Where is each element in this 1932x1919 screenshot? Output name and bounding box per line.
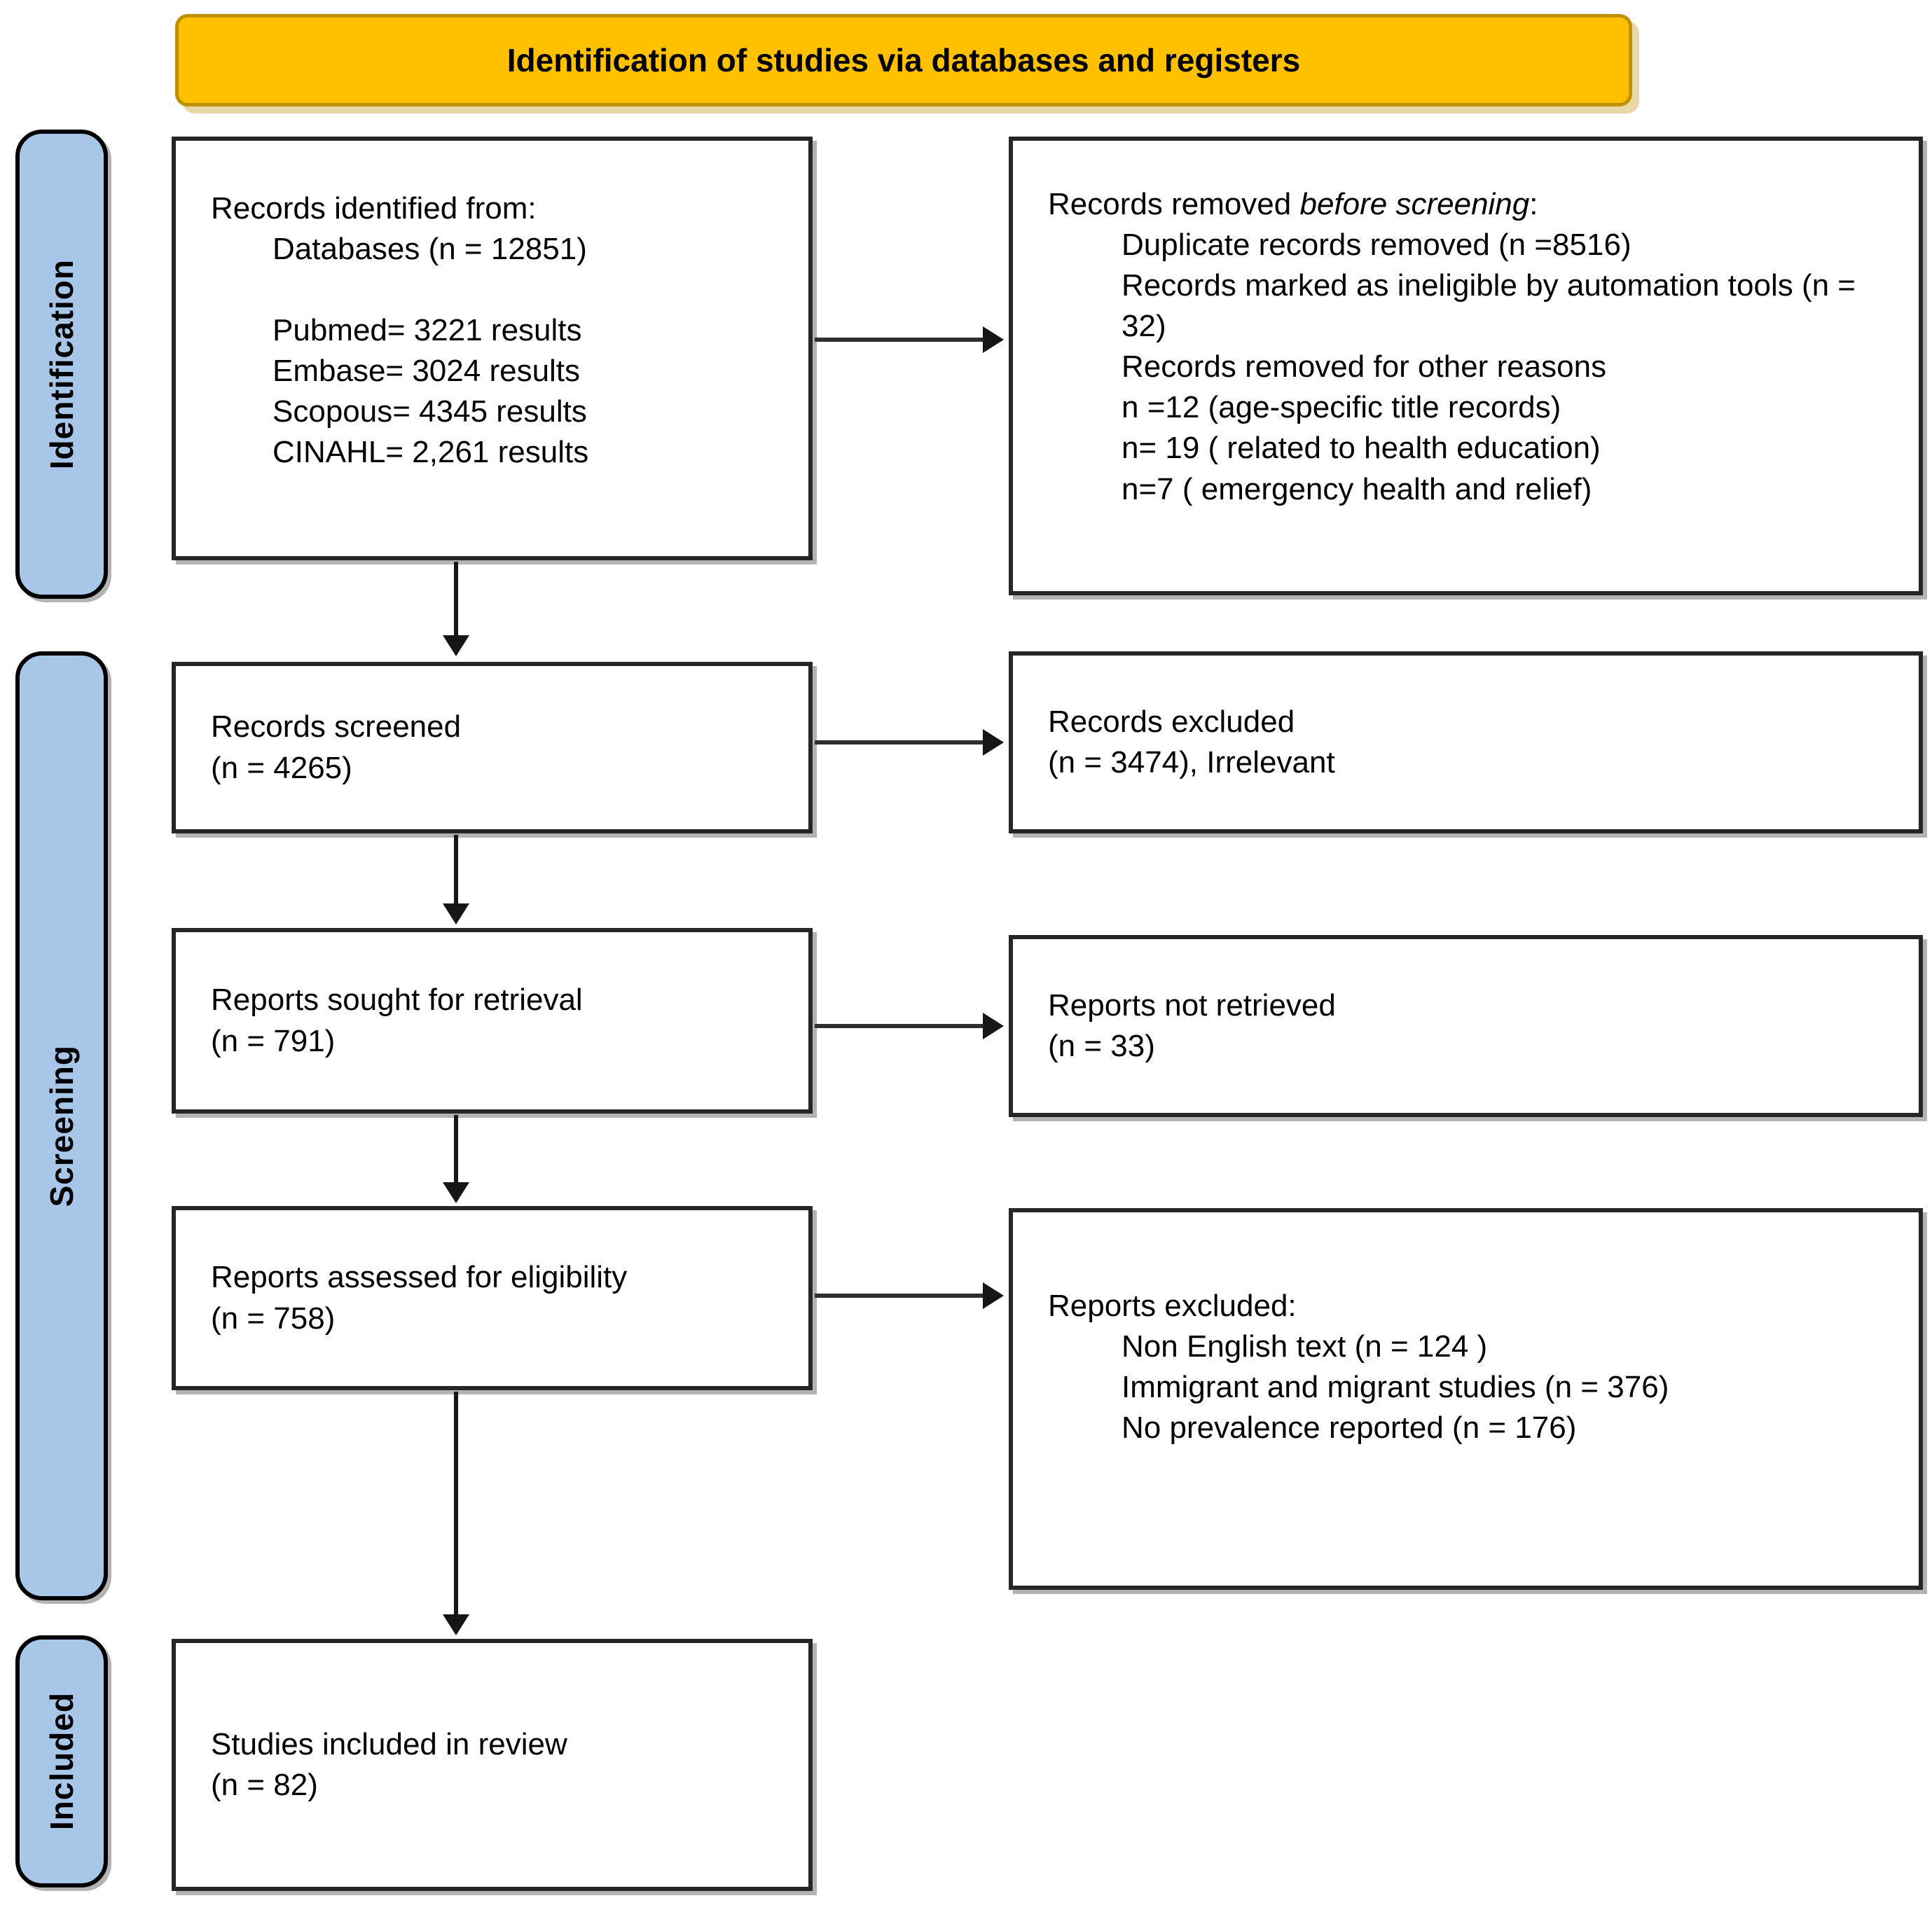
arrow-right-identified-to-removed	[815, 338, 984, 342]
box-reports-excluded: Reports excluded: Non English text (n = …	[1009, 1208, 1923, 1590]
reports-sought-line1: Reports sought for retrieval	[211, 983, 583, 1018]
arrow-right-screened-to-excluded	[815, 740, 984, 744]
reports-excluded-title: Reports excluded:	[1048, 1289, 1297, 1323]
reports-excluded-immigrant: Immigrant and migrant studies (n = 376)	[1122, 1370, 1669, 1405]
diagram-title: Identification of studies via databases …	[506, 42, 1301, 78]
spacer	[211, 270, 780, 310]
arrow-down-identified-to-screened	[454, 562, 458, 637]
records-screened-line1: Records screened	[211, 709, 462, 744]
records-removed-other-reasons: Records removed for other reasons	[1122, 349, 1607, 385]
reports-assessed-line2: (n = 758)	[211, 1301, 336, 1336]
records-identified-pubmed: Pubmed= 3221 results	[272, 313, 582, 348]
reports-sought-line2: (n = 791)	[211, 1023, 336, 1058]
reports-not-retrieved-line2: (n = 33)	[1048, 1029, 1155, 1063]
box-records-screened: Records screened (n = 4265)	[172, 662, 813, 833]
reports-excluded-no-prevalence: No prevalence reported (n = 176)	[1122, 1411, 1577, 1446]
records-removed-emergency: n=7 ( emergency health and relief)	[1122, 471, 1592, 506]
records-removed-duplicates: Duplicate records removed (n =8516)	[1122, 228, 1631, 263]
records-removed-title-italic: before screening	[1299, 187, 1530, 221]
studies-included-line2: (n = 82)	[211, 1768, 318, 1802]
arrow-down-screened-to-sought	[454, 835, 458, 905]
box-records-excluded: Records excluded (n = 3474), Irrelevant	[1009, 651, 1923, 833]
records-removed-health-education: n= 19 ( related to health education)	[1122, 431, 1601, 466]
box-records-identified: Records identified from: Databases (n = …	[172, 137, 813, 560]
records-screened-line2: (n = 4265)	[211, 750, 352, 785]
records-removed-title: Records removed before screening:	[1048, 187, 1538, 221]
records-removed-automation: Records marked as ineligible by automati…	[1122, 268, 1856, 344]
stage-included-label: Included	[43, 1692, 80, 1831]
reports-assessed-line1: Reports assessed for eligibility	[211, 1260, 628, 1295]
records-identified-scopous: Scopous= 4345 results	[272, 394, 587, 429]
records-identified-embase: Embase= 3024 results	[272, 354, 581, 389]
stage-identification-label: Identification	[43, 258, 80, 470]
box-studies-included: Studies included in review (n = 82)	[172, 1639, 813, 1891]
reports-not-retrieved-line1: Reports not retrieved	[1048, 988, 1336, 1023]
records-removed-age-specific: n =12 (age-specific title records)	[1122, 390, 1561, 425]
diagram-title-banner: Identification of studies via databases …	[175, 14, 1632, 106]
box-reports-sought: Reports sought for retrieval (n = 791)	[172, 928, 813, 1114]
studies-included-line1: Studies included in review	[211, 1726, 567, 1761]
stage-screening: Screening	[15, 651, 108, 1600]
records-identified-cinahl: CINAHL= 2,261 results	[272, 435, 589, 470]
arrow-down-sought-to-assessed	[454, 1115, 458, 1184]
arrow-right-assessed-to-reports-excluded	[815, 1294, 984, 1298]
stage-screening-label: Screening	[43, 1044, 80, 1207]
box-reports-not-retrieved: Reports not retrieved (n = 33)	[1009, 935, 1923, 1117]
records-excluded-line1: Records excluded	[1048, 704, 1295, 739]
box-reports-assessed: Reports assessed for eligibility (n = 75…	[172, 1206, 813, 1390]
records-identified-title: Records identified from:	[211, 191, 537, 226]
arrow-right-sought-to-not-retrieved	[815, 1024, 984, 1028]
reports-excluded-non-english: Non English text (n = 124 )	[1122, 1329, 1488, 1364]
arrow-down-assessed-to-included	[454, 1392, 458, 1616]
box-records-removed: Records removed before screening: Duplic…	[1009, 137, 1923, 595]
stage-included: Included	[15, 1635, 108, 1887]
records-identified-databases: Databases (n = 12851)	[272, 232, 587, 267]
records-excluded-line2: (n = 3474), Irrelevant	[1048, 745, 1335, 780]
stage-identification: Identification	[15, 130, 108, 599]
